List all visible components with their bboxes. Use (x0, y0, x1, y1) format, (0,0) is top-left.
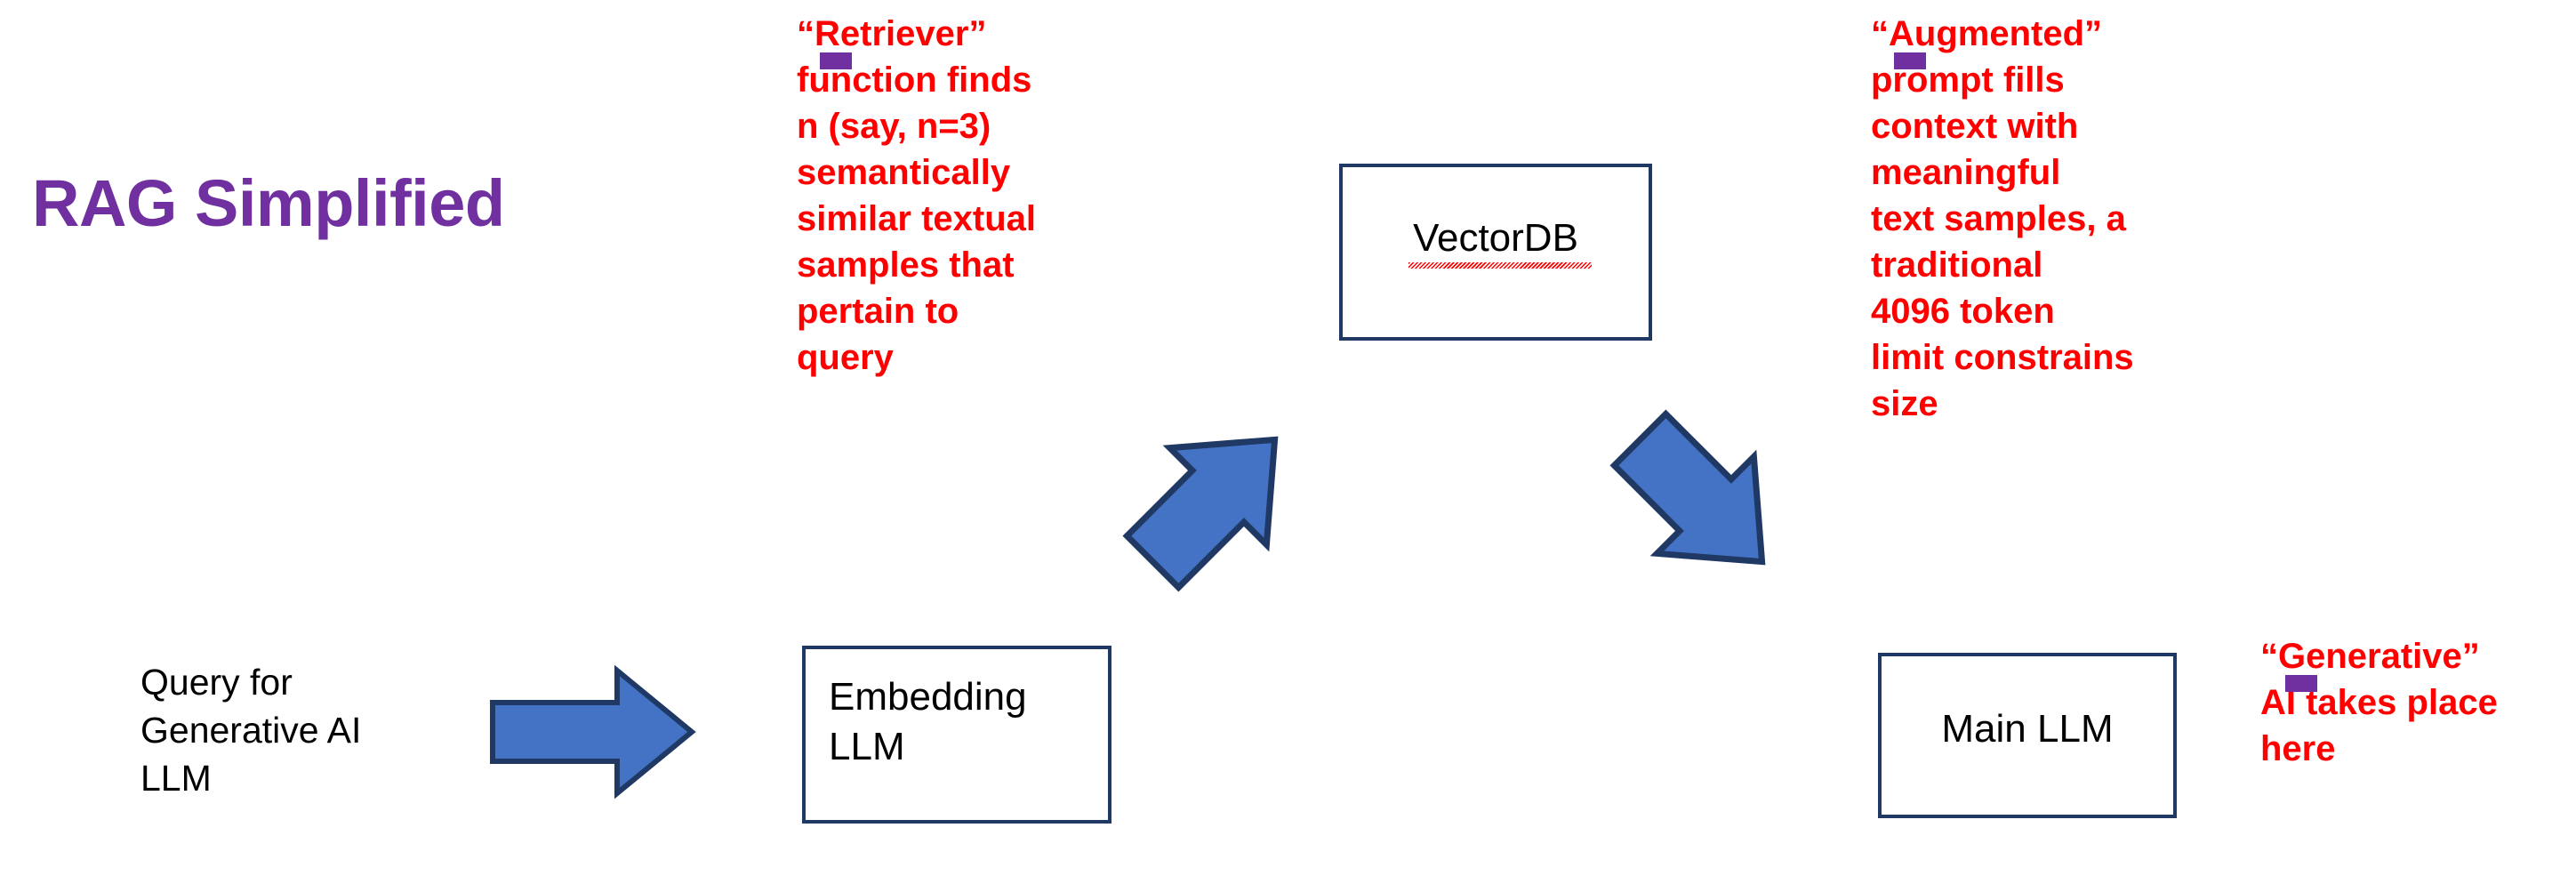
annotation-retriever-line-4: semantically (797, 153, 1011, 192)
box-embedding-llm-line-2: LLM (829, 725, 905, 769)
query-label: Query for Generative AI LLM (140, 658, 434, 802)
annotation-generative-line-1: “Generative” (2260, 637, 2480, 676)
purple-marker-icon (820, 52, 852, 69)
annotation-augmented-line-6: traditional (1871, 245, 2043, 285)
annotation-retriever-line-3: n (say, n=3) (797, 107, 991, 146)
box-vectordb: VectorDB (1339, 164, 1652, 341)
annotation-retriever: “Retriever” function finds n (say, n=3) … (797, 16, 1152, 375)
annotation-retriever-line-8: query (797, 338, 894, 377)
box-main-llm-label: Main LLM (1941, 707, 2114, 751)
purple-marker-icon (2285, 675, 2317, 692)
query-label-line-1: Query for (140, 662, 293, 703)
annotation-augmented-line-3: context with (1871, 107, 2079, 146)
box-embedding-llm-line-1: Embedding (829, 675, 1027, 719)
annotation-generative-line-3: here (2260, 729, 2336, 768)
query-label-line-2: Generative AI (140, 710, 362, 751)
box-main-llm: Main LLM (1878, 653, 2177, 818)
box-embedding-llm: Embedding LLM (802, 646, 1111, 824)
annotation-augmented-line-4: meaningful (1871, 153, 2061, 192)
annotation-generative: “Generative” AI takes place here (2260, 639, 2576, 767)
annotation-retriever-line-1: “Retriever” (797, 14, 987, 53)
box-vectordb-label: VectorDB (1413, 216, 1578, 260)
annotation-augmented-line-1: “Augmented” (1871, 14, 2102, 53)
annotation-augmented-line-2: prompt fills (1871, 60, 2065, 100)
spellcheck-underline-icon (1408, 262, 1592, 269)
purple-marker-icon (1894, 52, 1926, 69)
annotation-retriever-line-7: pertain to (797, 292, 959, 331)
annotation-retriever-line-6: samples that (797, 245, 1015, 285)
annotation-augmented-line-8: limit constrains (1871, 338, 2134, 377)
arrow-embedding-to-vectordb (1122, 406, 1305, 596)
annotation-augmented-line-9: size (1871, 384, 1938, 423)
annotation-augmented-line-5: text samples, a (1871, 199, 2126, 238)
box-embedding-llm-label: Embedding LLM (829, 672, 1027, 773)
annotation-augmented: “Augmented” prompt fills context with me… (1871, 16, 2244, 422)
annotation-augmented-line-7: 4096 token (1871, 292, 2055, 331)
query-label-line-3: LLM (140, 758, 212, 800)
page-title: RAG Simplified (32, 166, 505, 240)
arrow-vectordb-to-mainllm (1609, 406, 1793, 596)
arrow-query-to-embedding (486, 664, 699, 800)
annotation-retriever-line-5: similar textual (797, 199, 1037, 238)
